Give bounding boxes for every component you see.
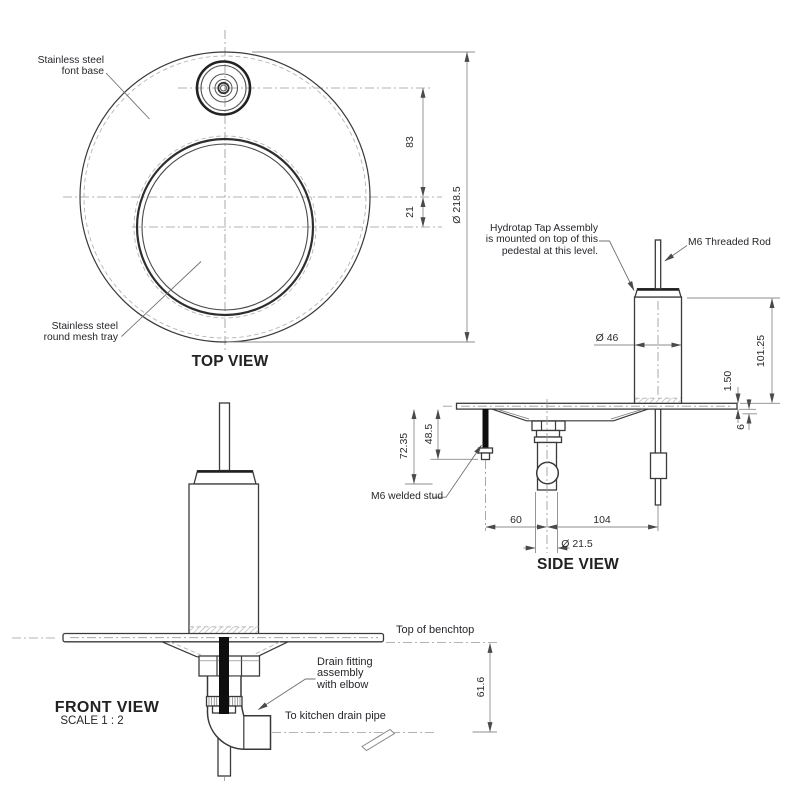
dim-recess-depth: 6	[735, 424, 747, 430]
front-drain-nut	[198, 655, 261, 677]
dim-tap-offset: 83	[404, 136, 416, 148]
label-font-base: Stainless steel font base	[37, 55, 104, 78]
front-welded-stud	[219, 637, 229, 714]
side-view-title: SIDE VIEW	[537, 556, 619, 573]
dim-plate-thickness: 1.50	[722, 370, 734, 392]
label-threaded-rod: M6 Threaded Rod	[688, 237, 771, 248]
front-view-title: FRONT VIEW	[54, 699, 160, 716]
side-threaded-rod	[654, 239, 662, 290]
label-drain-fitting: Drain fitting assembly with elbow	[317, 656, 373, 691]
label-hydrotap-note: Hydrotap Tap Assembly is mounted on top …	[485, 223, 598, 257]
dim-tray-offset: 21	[404, 206, 416, 218]
dim-stud-offset: 60	[510, 514, 522, 526]
label-mesh-tray: Stainless steel round mesh tray	[43, 321, 118, 344]
front-threaded-rod	[218, 402, 231, 472]
label-kitchen-drain-pipe: To kitchen drain pipe	[285, 710, 386, 722]
tap-mounting-hole	[195, 60, 252, 116]
dim-plate-to-drain-bottom: 72.35	[398, 432, 410, 460]
dim-pedestal-diameter: Ø 46	[595, 332, 619, 344]
side-welded-stud	[477, 409, 494, 461]
dim-drain-pipe-diameter: Ø 21.5	[561, 538, 593, 550]
front-pedestal	[188, 483, 260, 635]
dim-rod-offset: 104	[593, 514, 611, 526]
dim-benchtop-to-drain: 61.6	[475, 676, 487, 698]
side-drain-fitting	[531, 420, 566, 491]
top-view-geometry	[63, 30, 475, 352]
front-view-geometry	[12, 402, 497, 781]
front-view-scale: SCALE 1 : 2	[60, 715, 124, 727]
dim-base-diameter: Ø 218.5	[451, 186, 463, 224]
pipe-break-symbol	[361, 728, 396, 752]
label-top-of-benchtop: Top of benchtop	[396, 624, 475, 636]
side-rod-coupler	[649, 452, 668, 480]
dim-pedestal-height: 101.25	[755, 334, 767, 368]
side-view-geometry	[405, 239, 780, 553]
label-welded-stud: M6 welded stud	[371, 491, 444, 502]
dim-stud-length: 48.5	[423, 423, 435, 445]
top-view-title: TOP VIEW	[191, 353, 269, 370]
side-base-flange	[455, 402, 738, 410]
